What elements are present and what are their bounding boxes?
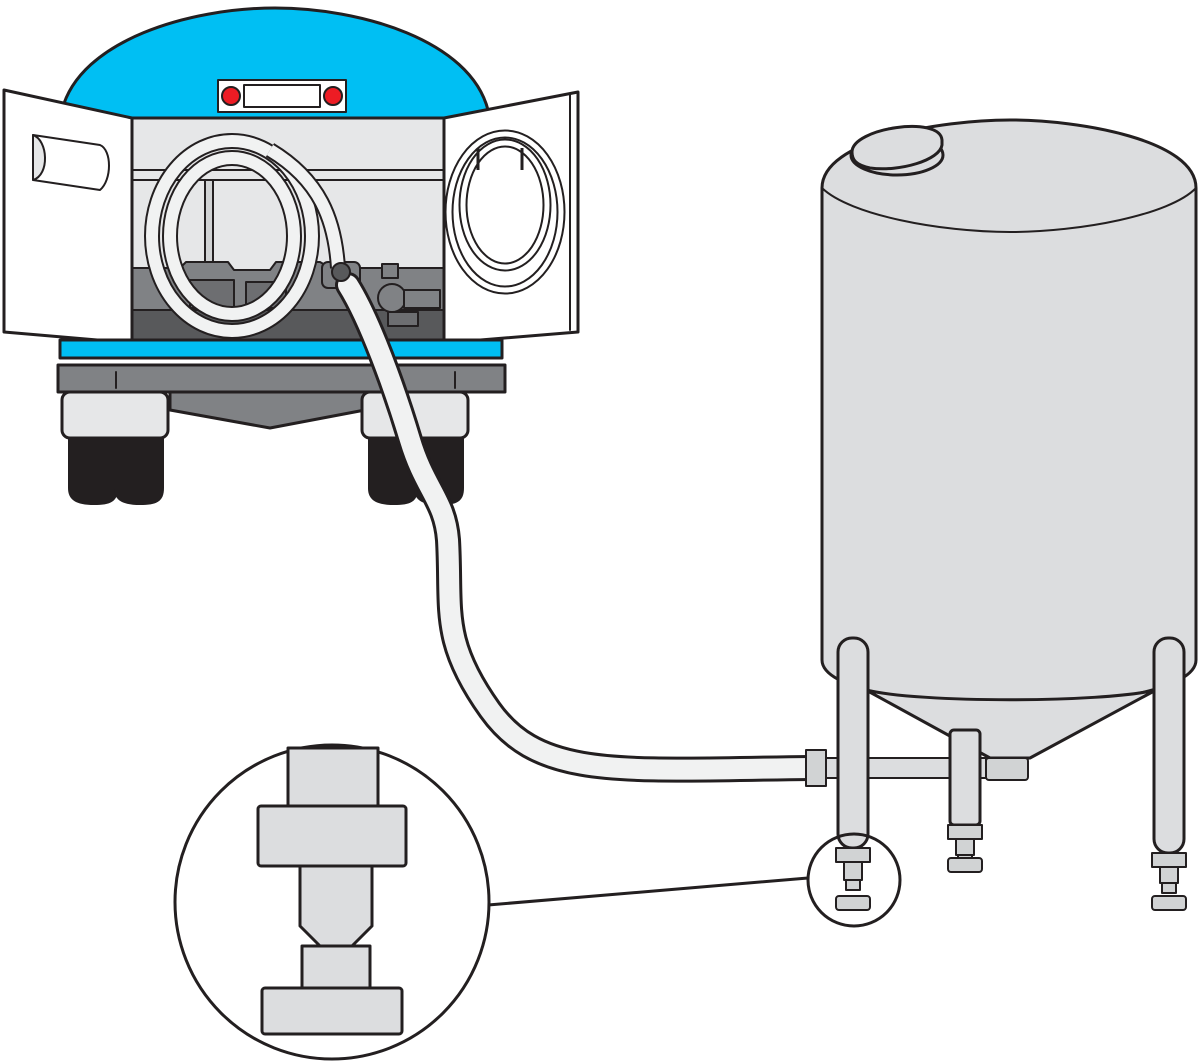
truck-door-left bbox=[2, 88, 134, 345]
truck-cabinet bbox=[130, 116, 446, 345]
tank-lid bbox=[849, 125, 945, 177]
truck-door-right bbox=[442, 90, 580, 345]
tank-body bbox=[820, 118, 1198, 707]
tanker-truck-icon bbox=[2, 6, 580, 505]
coiled-hose-icon bbox=[144, 133, 346, 339]
tail-light-left bbox=[221, 86, 241, 106]
tank-legs bbox=[836, 636, 1186, 855]
tank-cone bbox=[864, 688, 1158, 760]
magnified-leveling-foot bbox=[256, 746, 408, 1036]
callout-small-circle bbox=[806, 832, 902, 928]
transfer-hose-icon bbox=[331, 262, 823, 783]
hanging-hose-icon bbox=[444, 129, 566, 295]
magnifier-callout-icon bbox=[173, 743, 810, 1061]
tail-light-bar bbox=[217, 79, 347, 113]
tail-light-right bbox=[323, 86, 343, 106]
storage-tank-icon bbox=[805, 118, 1198, 928]
leveling-foot-icon bbox=[835, 824, 1187, 911]
